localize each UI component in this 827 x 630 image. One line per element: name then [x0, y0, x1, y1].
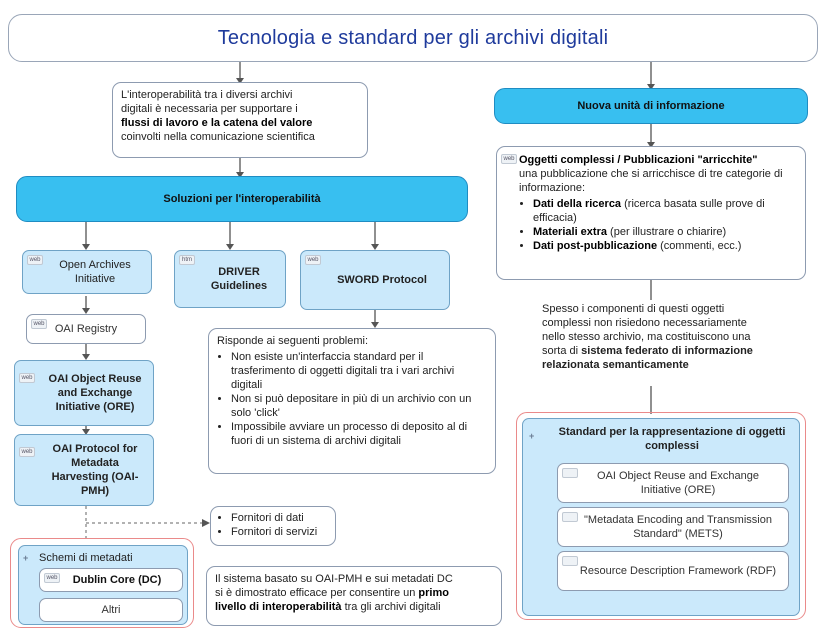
pmh-note-bold: livello di interoperabilità [215, 601, 342, 613]
other-schemas-node[interactable]: Altri [39, 598, 183, 622]
node-label: DRIVER Guidelines [210, 266, 268, 292]
intro-line: coinvolti nella comunicazione scientific… [121, 131, 315, 143]
dublin-core-node[interactable]: web Dublin Core (DC) [39, 568, 183, 592]
complex-item: Materiali extra (per illustrare o chiari… [533, 225, 797, 239]
complex-item-rest: (commenti, ecc.) [657, 240, 742, 252]
pmh-note-text: tra gli archivi digitali [341, 601, 441, 613]
standard-item[interactable]: Resource Description Framework (RDF) [557, 551, 789, 591]
node-label: OAI Protocol for Metadata Harvesting (OA… [51, 443, 139, 497]
problem-item: Impossibile avviare un processo di depos… [231, 420, 487, 448]
standard-item[interactable]: OAI Object Reuse and Exchange Initiative… [557, 463, 789, 503]
complex-item-rest: (ricerca basata sulle prove di efficacia… [533, 198, 765, 224]
solutions-label: Soluzioni per l'interoperabilità [163, 193, 321, 205]
federated-text: Spesso i componenti di questi oggetti co… [542, 303, 751, 357]
web-link-icon[interactable]: web [19, 447, 35, 457]
federated-bold: sistema federato di informazione relazio… [542, 345, 753, 371]
node-label: Altri [101, 604, 121, 616]
node-label: OAI Registry [54, 323, 118, 335]
federated-note: Spesso i componenti di questi oggetti co… [542, 302, 766, 386]
complex-item-bold: Materiali extra [533, 226, 607, 238]
sword-node[interactable]: web SWORD Protocol [300, 250, 450, 310]
new-unit-node[interactable]: Nuova unità di informazione [494, 88, 808, 124]
map-title: Tecnologia e standard per gli archivi di… [8, 14, 818, 62]
problem-item: Non esiste un'interfaccia standard per i… [231, 350, 487, 392]
expand-icon[interactable]: + [23, 553, 29, 563]
web-link-icon[interactable]: web [27, 255, 43, 265]
standards-label: Standard per la rappresentazione di ogge… [558, 426, 786, 452]
problems-heading: Risponde ai seguenti problemi: [217, 335, 369, 347]
provider-item: Fornitori di dati [231, 511, 329, 525]
complex-intro: una pubblicazione che si arricchisce di … [519, 168, 783, 194]
web-link-icon[interactable]: web [501, 154, 517, 164]
standards-frame [516, 412, 806, 620]
new-unit-label: Nuova unità di informazione [577, 100, 725, 112]
complex-objects-note[interactable]: web Oggetti complessi / Pubblicazioni "a… [496, 146, 806, 280]
link-icon[interactable] [562, 556, 578, 566]
complex-item: Dati post-pubblicazione (commenti, ecc.) [533, 239, 797, 253]
web-link-icon[interactable]: web [19, 373, 35, 383]
complex-heading: Oggetti complessi / Pubblicazioni "arric… [519, 154, 758, 166]
complex-item: Dati della ricerca (ricerca basata sulle… [533, 197, 797, 225]
problems-note: Risponde ai seguenti problemi: Non esist… [208, 328, 496, 474]
pmh-note-text: si è dimostrato efficace per consentire … [215, 587, 419, 599]
oai-ore-node[interactable]: web OAI Object Reuse and Exchange Initia… [14, 360, 154, 426]
problems-list: Non esiste un'interfaccia standard per i… [217, 350, 487, 448]
intro-line: digitali è necessaria per supportare i [121, 103, 298, 115]
web-link-icon[interactable]: web [31, 319, 47, 329]
oai-registry-node[interactable]: web OAI Registry [26, 314, 146, 344]
schemas-frame [10, 538, 194, 628]
pmh-note: Il sistema basato su OAI-PMH e sui metad… [206, 566, 502, 626]
providers-list: Fornitori di dati Fornitori di servizi [217, 511, 329, 539]
complex-item-bold: Dati post-pubblicazione [533, 240, 658, 252]
complex-list: Dati della ricerca (ricerca basata sulle… [519, 197, 797, 253]
node-label: Open Archives Initiative [59, 259, 131, 285]
web-link-icon[interactable]: web [305, 255, 321, 265]
html-page-icon[interactable]: htm [179, 255, 195, 265]
complex-item-rest: (per illustrare o chiarire) [606, 226, 727, 238]
link-icon[interactable] [562, 512, 578, 522]
standards-node[interactable]: + Standard per la rappresentazione di og… [522, 418, 800, 616]
intro-line: L'interoperabilità tra i diversi archivi [121, 89, 293, 101]
expand-icon[interactable]: + [529, 431, 535, 441]
providers-note: Fornitori di dati Fornitori di servizi [210, 506, 336, 546]
provider-item: Fornitori di servizi [231, 525, 329, 539]
standard-item[interactable]: "Metadata Encoding and Transmission Stan… [557, 507, 789, 547]
web-link-icon[interactable]: web [44, 573, 60, 583]
intro-bold: flussi di lavoro e la catena del valore [121, 117, 313, 129]
link-icon[interactable] [562, 468, 578, 478]
driver-node[interactable]: htm DRIVER Guidelines [174, 250, 286, 308]
node-label: OAI Object Reuse and Exchange Initiative… [48, 373, 142, 413]
node-label: "Metadata Encoding and Transmission Stan… [584, 514, 772, 540]
problem-item: Non si può depositare in più di un archi… [231, 392, 487, 420]
solutions-node[interactable]: Soluzioni per l'interoperabilità [16, 176, 468, 222]
complex-item-bold: Dati della ricerca [533, 198, 622, 210]
open-archives-node[interactable]: web Open Archives Initiative [22, 250, 152, 294]
node-label: Resource Description Framework (RDF) [579, 565, 777, 577]
node-label: Dublin Core (DC) [72, 574, 162, 586]
intro-note: L'interoperabilità tra i diversi archivi… [112, 82, 368, 158]
node-label: SWORD Protocol [337, 274, 427, 286]
node-label: OAI Object Reuse and Exchange Initiative… [596, 470, 760, 496]
schemas-node[interactable]: + Schemi di metadati web Dublin Core (DC… [18, 545, 188, 625]
pmh-note-line: Il sistema basato su OAI-PMH e sui metad… [215, 573, 453, 585]
pmh-note-bold: primo [418, 587, 449, 599]
oai-pmh-node[interactable]: web OAI Protocol for Metadata Harvesting… [14, 434, 154, 506]
schemas-label: Schemi di metadati [39, 552, 133, 564]
